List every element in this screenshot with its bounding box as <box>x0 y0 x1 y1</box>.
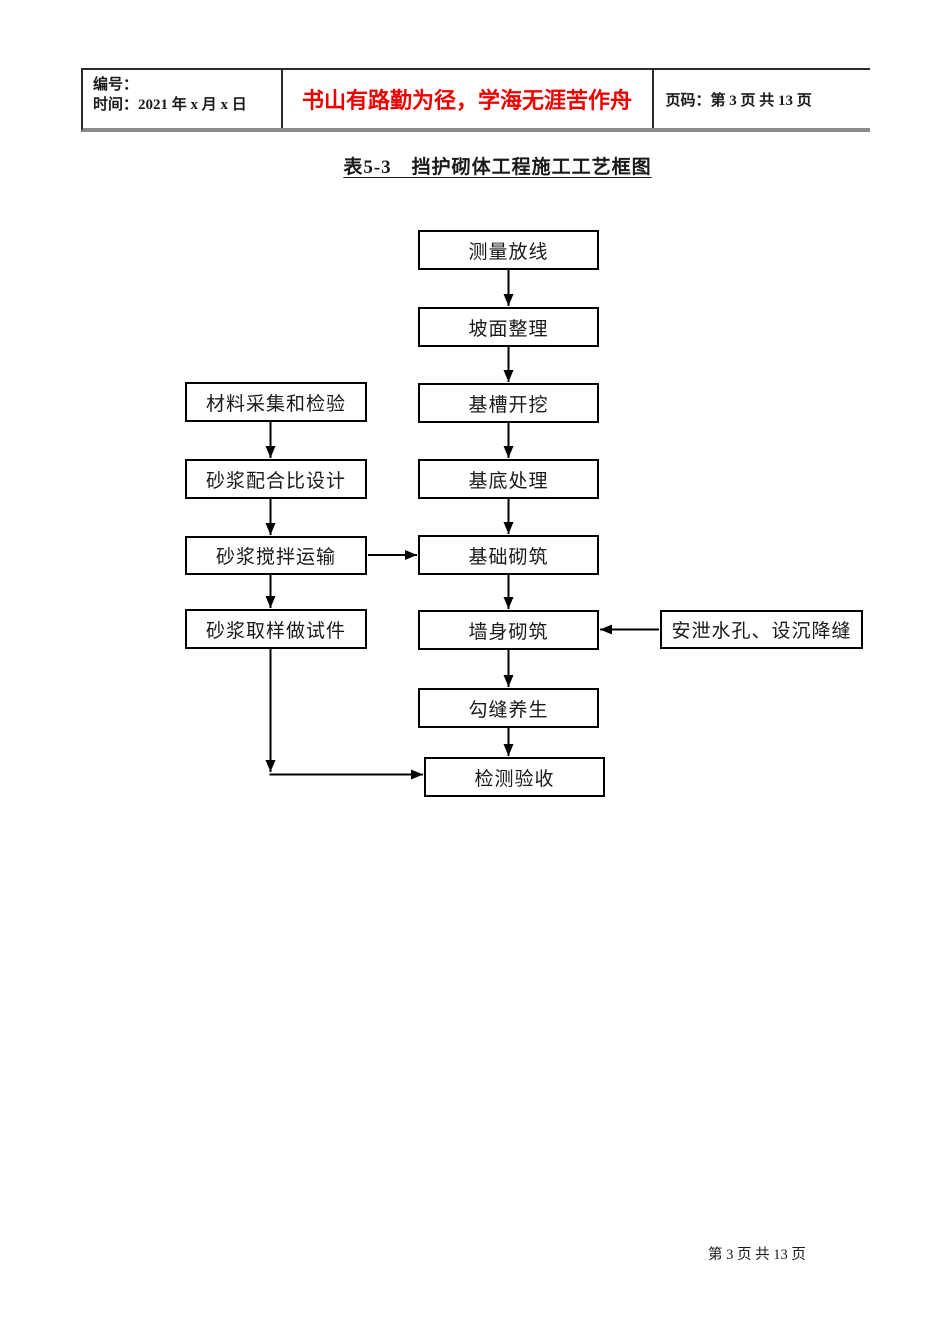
flow-box-mortar-mixing-transport: 砂浆搅拌运输 <box>185 536 367 575</box>
flow-box-mortar-mix-design: 砂浆配合比设计 <box>185 459 367 499</box>
flow-box-wall-masonry: 墙身砌筑 <box>418 610 599 650</box>
header-page-info: 页码：第 3 页 共 13 页 <box>665 92 812 109</box>
header-motto-text: 书山有路勤为径，学海无涯苦作舟 <box>302 88 633 113</box>
footer-page-number: 第 3 页 共 13 页 <box>708 1247 806 1263</box>
header-number-label: 编号： <box>93 77 139 93</box>
flow-box-foundation-masonry: 基础砌筑 <box>418 535 599 575</box>
flow-box-mortar-sampling-specimen: 砂浆取样做试件 <box>185 609 367 649</box>
header-cell-motto: 书山有路勤为径，学海无涯苦作舟 <box>283 70 654 128</box>
flow-box-slope-trimming: 坡面整理 <box>418 307 599 347</box>
flow-box-inspection-acceptance: 检测验收 <box>424 757 605 797</box>
flow-box-trench-excavation: 基槽开挖 <box>418 383 599 423</box>
flow-box-measure-layout: 测量放线 <box>418 230 599 270</box>
header-time-label: 时间：2021 年 x 月 x 日 <box>93 97 247 113</box>
header-table: 编号： 时间：2021 年 x 月 x 日 书山有路勤为径，学海无涯苦作舟 页码… <box>81 68 870 132</box>
flow-box-base-treatment: 基底处理 <box>418 459 599 499</box>
flow-box-drainage-holes-settlement-joints: 安泄水孔、设沉降缝 <box>660 610 863 649</box>
page-title: 表5-3 挡护砌体工程施工工艺框图 <box>343 157 652 178</box>
header-cell-number-time: 编号： 时间：2021 年 x 月 x 日 <box>83 70 283 128</box>
flow-box-jointing-curing: 勾缝养生 <box>418 688 599 728</box>
flow-box-material-collection-inspection: 材料采集和检验 <box>185 382 367 422</box>
header-cell-page: 页码：第 3 页 共 13 页 <box>654 70 870 128</box>
